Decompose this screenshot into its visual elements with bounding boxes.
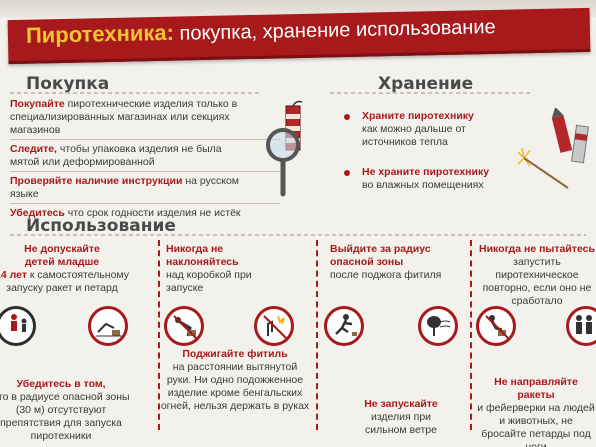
purchase-item: Покупайте пиротехнические изделия только…: [10, 98, 238, 136]
run-away-icon: [324, 306, 364, 346]
usage-heading: Использование: [26, 216, 176, 236]
purchase-heading: Покупка: [26, 74, 110, 94]
hand-figure-icon: [263, 315, 287, 339]
relaunch-figure-icon: [485, 315, 509, 339]
column-separator: [158, 240, 160, 430]
relaunch-icon: [476, 306, 516, 346]
magnifier-icon: [266, 100, 303, 197]
runner-figure-icon: [335, 314, 357, 336]
purchase-item: Убедитесь что срок годности изделия не и…: [10, 207, 241, 219]
purchase-divider: [10, 92, 260, 94]
children-icon: [0, 306, 36, 346]
storage-divider: [330, 92, 530, 94]
column-separator: [316, 240, 318, 430]
column-separator: [470, 240, 472, 430]
bullet-icon: [344, 170, 350, 176]
tree-wind-icon: [427, 316, 451, 336]
lean-figure-icon: [173, 315, 197, 339]
purchase-list: Покупайте пиротехнические изделия только…: [10, 98, 280, 222]
title-rest: покупка, хранение использование: [173, 16, 496, 45]
people-figure-icon: [576, 315, 592, 334]
rockets-icon: [517, 108, 590, 189]
purchase-item: Проверяйте наличие инструкции на русском…: [10, 175, 240, 200]
purchase-item: Следите, чтобы упаковка изделия не была …: [10, 143, 222, 168]
bullet-icon: [344, 114, 350, 120]
title-accent: Пиротехника:: [25, 19, 175, 48]
usage-tip: Не допускайте детей младше 14 лет к само…: [0, 243, 130, 294]
launch-figure-icon: [96, 322, 122, 337]
usage-tip: Убедитесь в том,что в радиусе опасной зо…: [0, 378, 130, 442]
children-figure-icon: [11, 314, 27, 332]
storage-heading: Хранение: [378, 74, 474, 94]
usage-divider: [10, 234, 586, 236]
